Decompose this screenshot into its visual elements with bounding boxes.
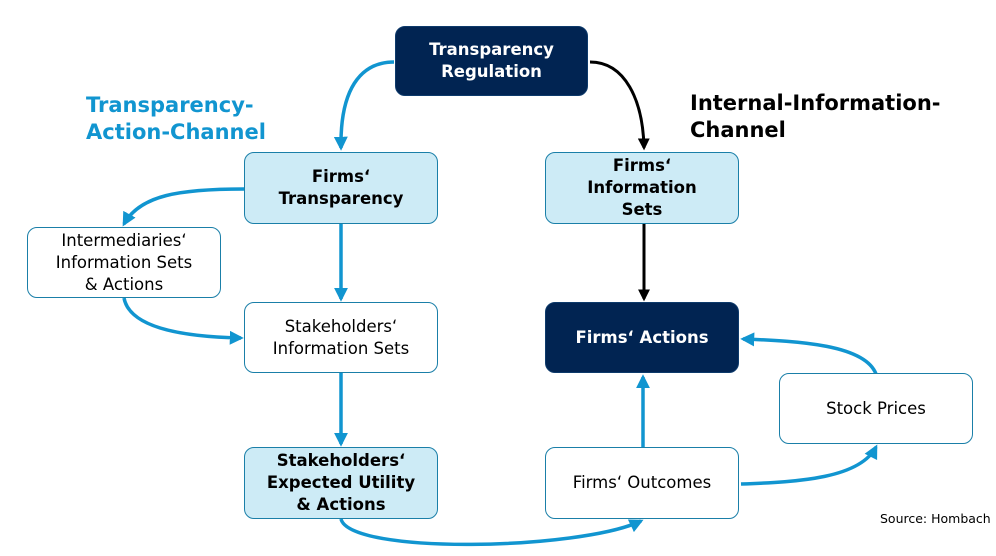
- edge-stock-prices-to-actions: [740, 332, 878, 375]
- node-transparency-regulation: Transparency Regulation: [395, 26, 588, 96]
- source-citation: Source: Hombach: [880, 511, 991, 526]
- node-stakeholders-information-sets: Stakeholders‘ Information Sets: [244, 302, 438, 373]
- node-intermediaries: Intermediaries‘ Information Sets & Actio…: [27, 227, 221, 298]
- edge-firms-outcomes-to-stock-prices: [740, 444, 878, 486]
- node-firms-information-sets: Firms‘ Information Sets: [545, 152, 739, 224]
- transparency-action-channel-label: Transparency- Action-Channel: [86, 93, 266, 144]
- internal-information-channel-label: Internal-Information- Channel: [690, 91, 941, 142]
- node-label: Firms‘ Information Sets: [587, 156, 697, 219]
- node-label: Stakeholders‘ Information Sets: [272, 316, 410, 358]
- edge-intermediaries-to-stakeholders-info: [122, 297, 244, 345]
- edge-regulation-to-firms-transparency: [333, 60, 395, 151]
- node-label: Stock Prices: [826, 398, 926, 418]
- edge-firms-transparency-to-intermediaries: [122, 187, 245, 227]
- node-label: Stakeholders‘ Expected Utility & Actions: [266, 451, 416, 514]
- node-label: Transparency Regulation: [429, 40, 554, 81]
- node-firms-outcomes: Firms‘ Outcomes: [545, 447, 739, 519]
- node-label: Firms‘ Outcomes: [572, 473, 712, 492]
- node-label: Intermediaries‘ Information Sets & Actio…: [55, 230, 193, 294]
- node-label: Firms‘ Transparency: [278, 167, 404, 208]
- edge-regulation-to-firms-info-sets: [589, 60, 650, 151]
- node-label: Firms‘ Actions: [575, 327, 709, 347]
- node-firms-actions: Firms‘ Actions: [545, 302, 739, 373]
- edge-utility-to-firms-outcomes: [339, 518, 644, 547]
- node-stock-prices: Stock Prices: [779, 373, 973, 444]
- node-stakeholders-expected-utility: Stakeholders‘ Expected Utility & Actions: [244, 447, 438, 519]
- node-firms-transparency: Firms‘ Transparency: [244, 152, 438, 224]
